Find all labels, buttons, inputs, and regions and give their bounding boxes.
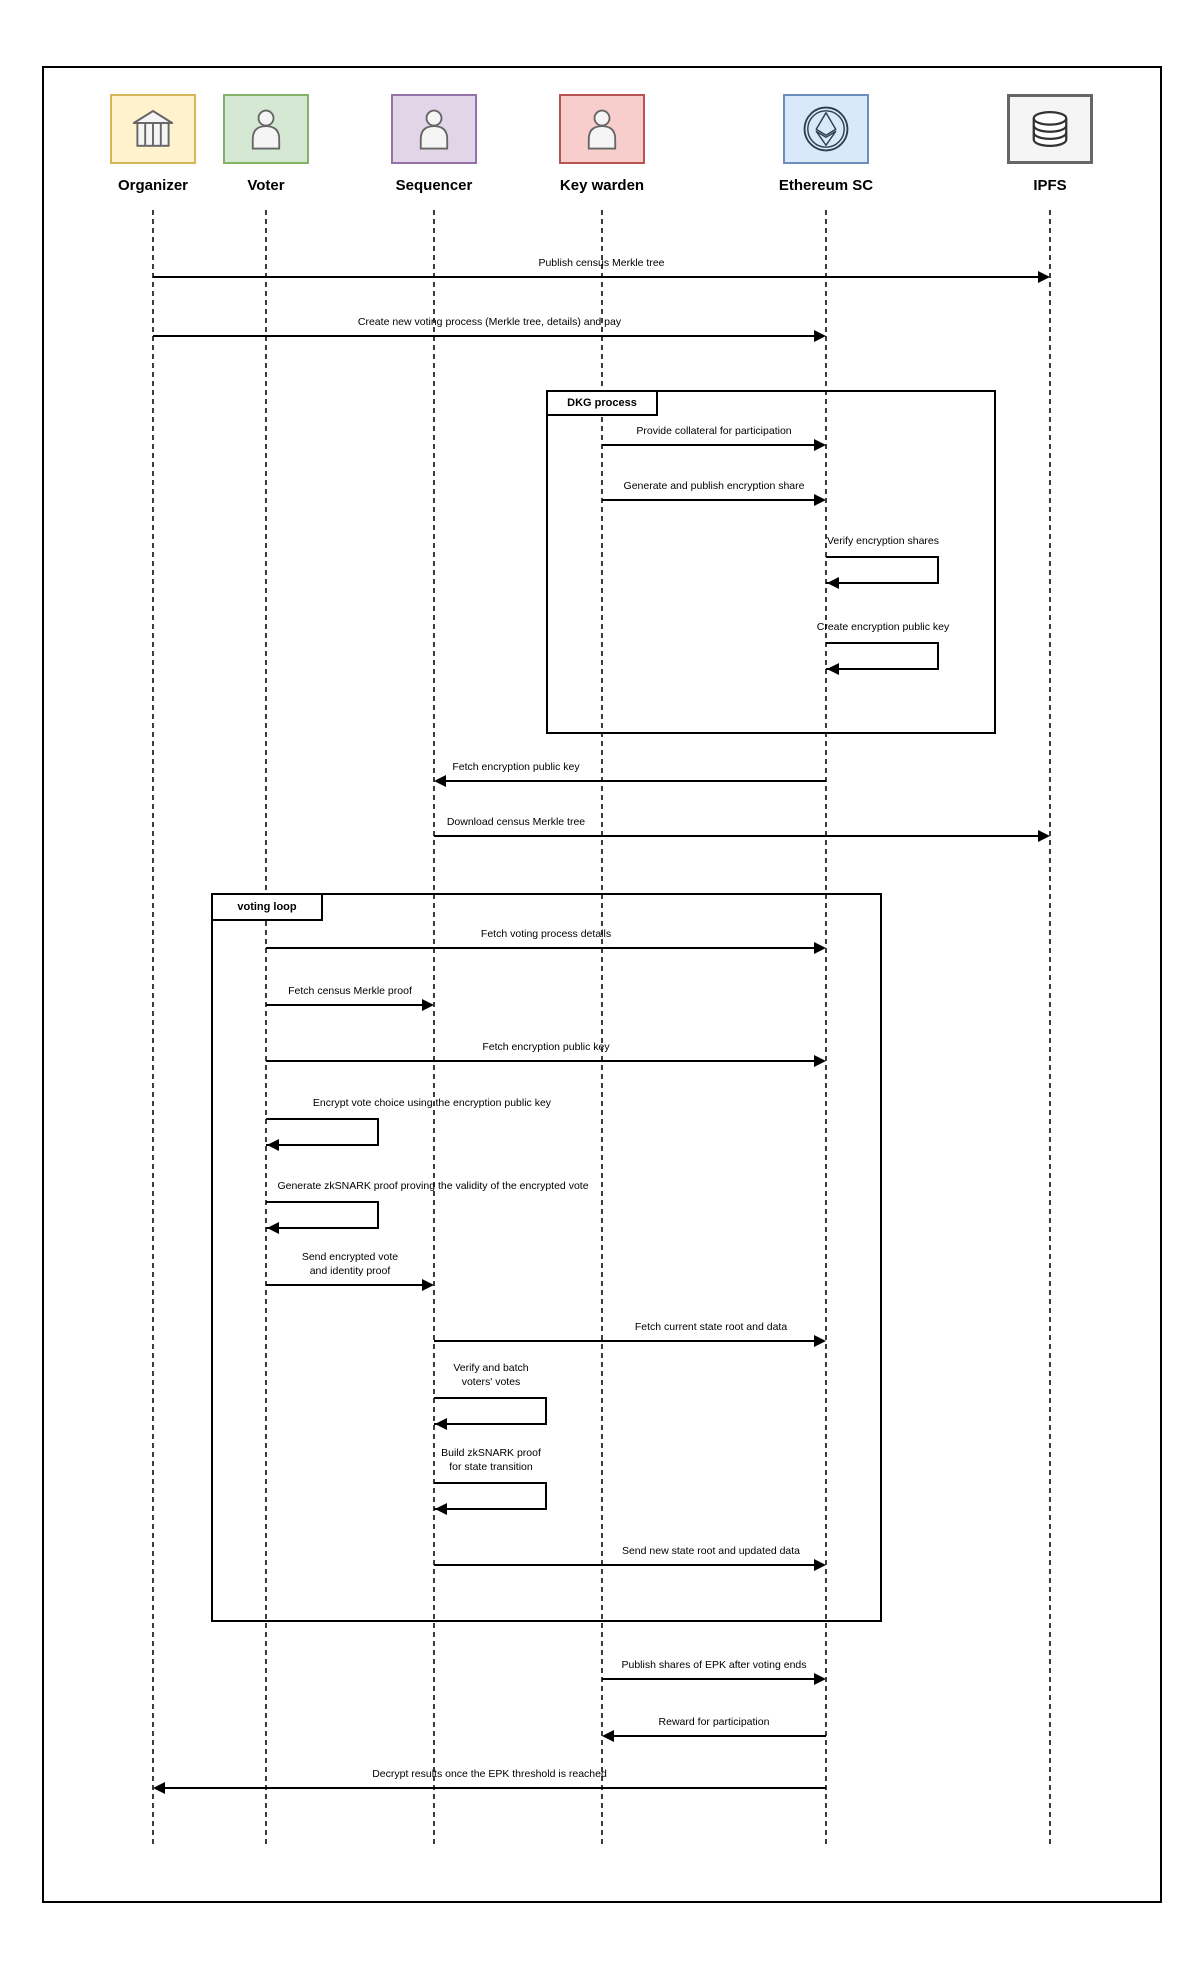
arrowhead-icon bbox=[814, 439, 826, 451]
message-9-arrow bbox=[266, 947, 816, 949]
arrowhead-icon bbox=[602, 1730, 614, 1742]
arrowhead-icon bbox=[827, 577, 839, 589]
message-8-label: Download census Merkle tree bbox=[446, 816, 586, 828]
message-17-self-arrow bbox=[434, 1482, 547, 1510]
lifeline-ipfs bbox=[1049, 210, 1051, 1845]
person-icon bbox=[419, 109, 449, 150]
message-12-self-arrow bbox=[266, 1118, 379, 1146]
message-11-label: Fetch encryption public key bbox=[482, 1041, 610, 1053]
message-10-arrow bbox=[266, 1004, 424, 1006]
frame-dkg-label: DKG process bbox=[546, 390, 658, 416]
message-17-label: Build zkSNARK proof for state transition bbox=[441, 1446, 541, 1474]
message-16-label-line: voters' votes bbox=[461, 1376, 521, 1388]
message-17-label-line: Build zkSNARK proof bbox=[441, 1447, 541, 1459]
message-5-self-arrow bbox=[826, 556, 939, 584]
actor-voter bbox=[223, 94, 309, 164]
actor-keywarden-label: Key warden bbox=[559, 177, 645, 194]
message-19-label: Publish shares of EPK after voting ends bbox=[621, 1659, 807, 1671]
message-4-label: Generate and publish encryption share bbox=[623, 480, 805, 492]
actor-ethereum bbox=[783, 94, 869, 164]
message-6-self-arrow bbox=[826, 642, 939, 670]
frame-dkg bbox=[546, 390, 996, 734]
message-15-arrow bbox=[434, 1340, 816, 1342]
message-18-arrow bbox=[434, 1564, 816, 1566]
message-2-arrow bbox=[153, 335, 816, 337]
message-11-arrow bbox=[266, 1060, 816, 1062]
arrowhead-icon bbox=[1038, 830, 1050, 842]
person-icon bbox=[251, 109, 281, 150]
actor-sequencer-label: Sequencer bbox=[395, 177, 473, 194]
message-16-label-line: Verify and batch bbox=[453, 1362, 529, 1374]
diagram-border bbox=[42, 66, 1162, 1903]
arrowhead-icon bbox=[814, 1559, 826, 1571]
lifeline-ethereum bbox=[825, 210, 827, 1845]
actor-organizer-label: Organizer bbox=[117, 177, 189, 194]
frame-voting-loop bbox=[211, 893, 882, 1622]
arrowhead-icon bbox=[267, 1139, 279, 1151]
arrowhead-icon bbox=[814, 1055, 826, 1067]
message-19-arrow bbox=[602, 1678, 816, 1680]
message-13-self-arrow bbox=[266, 1201, 379, 1229]
actor-sequencer bbox=[391, 94, 477, 164]
message-17-label-line: for state transition bbox=[449, 1461, 533, 1473]
message-14-label-line: Send encrypted vote bbox=[301, 1251, 399, 1263]
lifeline-sequencer bbox=[433, 210, 435, 1845]
message-14-arrow bbox=[266, 1284, 424, 1286]
lifeline-keywarden bbox=[601, 210, 603, 1845]
message-6-label: Create encryption public key bbox=[816, 621, 950, 633]
arrowhead-icon bbox=[434, 775, 446, 787]
arrowhead-icon bbox=[814, 1335, 826, 1347]
arrowhead-icon bbox=[814, 494, 826, 506]
message-21-arrow bbox=[163, 1787, 826, 1789]
message-20-label: Reward for participation bbox=[658, 1716, 770, 1728]
arrowhead-icon bbox=[435, 1503, 447, 1515]
person-icon bbox=[587, 109, 617, 150]
message-13-label: Generate zkSNARK proof proving the valid… bbox=[277, 1180, 589, 1192]
message-3-arrow bbox=[602, 444, 816, 446]
arrowhead-icon bbox=[814, 1673, 826, 1685]
actor-ipfs-label: IPFS bbox=[1033, 177, 1067, 194]
database-icon bbox=[1032, 111, 1068, 148]
message-10-label: Fetch census Merkle proof bbox=[288, 985, 412, 997]
message-7-label: Fetch encryption public key bbox=[452, 761, 580, 773]
arrowhead-icon bbox=[814, 330, 826, 342]
arrowhead-icon bbox=[1038, 271, 1050, 283]
message-9-label: Fetch voting process details bbox=[480, 928, 612, 940]
message-16-label: Verify and batch voters' votes bbox=[453, 1361, 528, 1389]
message-2-label: Create new voting process (Merkle tree, … bbox=[357, 316, 622, 328]
actor-keywarden bbox=[559, 94, 645, 164]
message-4-arrow bbox=[602, 499, 816, 501]
message-3-label: Provide collateral for participation bbox=[636, 425, 792, 437]
lifeline-organizer bbox=[152, 210, 154, 1845]
message-18-label: Send new state root and updated data bbox=[621, 1545, 801, 1557]
message-12-label: Encrypt vote choice using the encryption… bbox=[312, 1097, 552, 1109]
actor-voter-label: Voter bbox=[247, 177, 285, 194]
message-16-self-arrow bbox=[434, 1397, 547, 1425]
arrowhead-icon bbox=[422, 999, 434, 1011]
message-8-arrow bbox=[434, 835, 1040, 837]
message-1-arrow bbox=[153, 276, 1040, 278]
actor-ipfs bbox=[1007, 94, 1093, 164]
arrowhead-icon bbox=[267, 1222, 279, 1234]
arrowhead-icon bbox=[827, 663, 839, 675]
bank-icon bbox=[132, 110, 174, 147]
message-14-label: Send encrypted vote and identity proof bbox=[302, 1250, 398, 1278]
message-15-label: Fetch current state root and data bbox=[634, 1321, 788, 1333]
lifeline-voter bbox=[265, 210, 267, 1845]
ethereum-icon bbox=[803, 106, 849, 152]
message-1-label: Publish census Merkle tree bbox=[538, 257, 665, 269]
frame-voting-loop-label: voting loop bbox=[211, 893, 323, 921]
arrowhead-icon bbox=[153, 1782, 165, 1794]
actor-organizer bbox=[110, 94, 196, 164]
message-20-arrow bbox=[612, 1735, 826, 1737]
message-7-arrow bbox=[444, 780, 826, 782]
arrowhead-icon bbox=[422, 1279, 434, 1291]
arrowhead-icon bbox=[435, 1418, 447, 1430]
message-5-label: Verify encryption shares bbox=[826, 535, 940, 547]
message-14-label-line: and identity proof bbox=[309, 1265, 391, 1277]
actor-ethereum-label: Ethereum SC bbox=[778, 177, 874, 194]
message-21-label: Decrypt results once the EPK threshold i… bbox=[372, 1768, 607, 1780]
arrowhead-icon bbox=[814, 942, 826, 954]
